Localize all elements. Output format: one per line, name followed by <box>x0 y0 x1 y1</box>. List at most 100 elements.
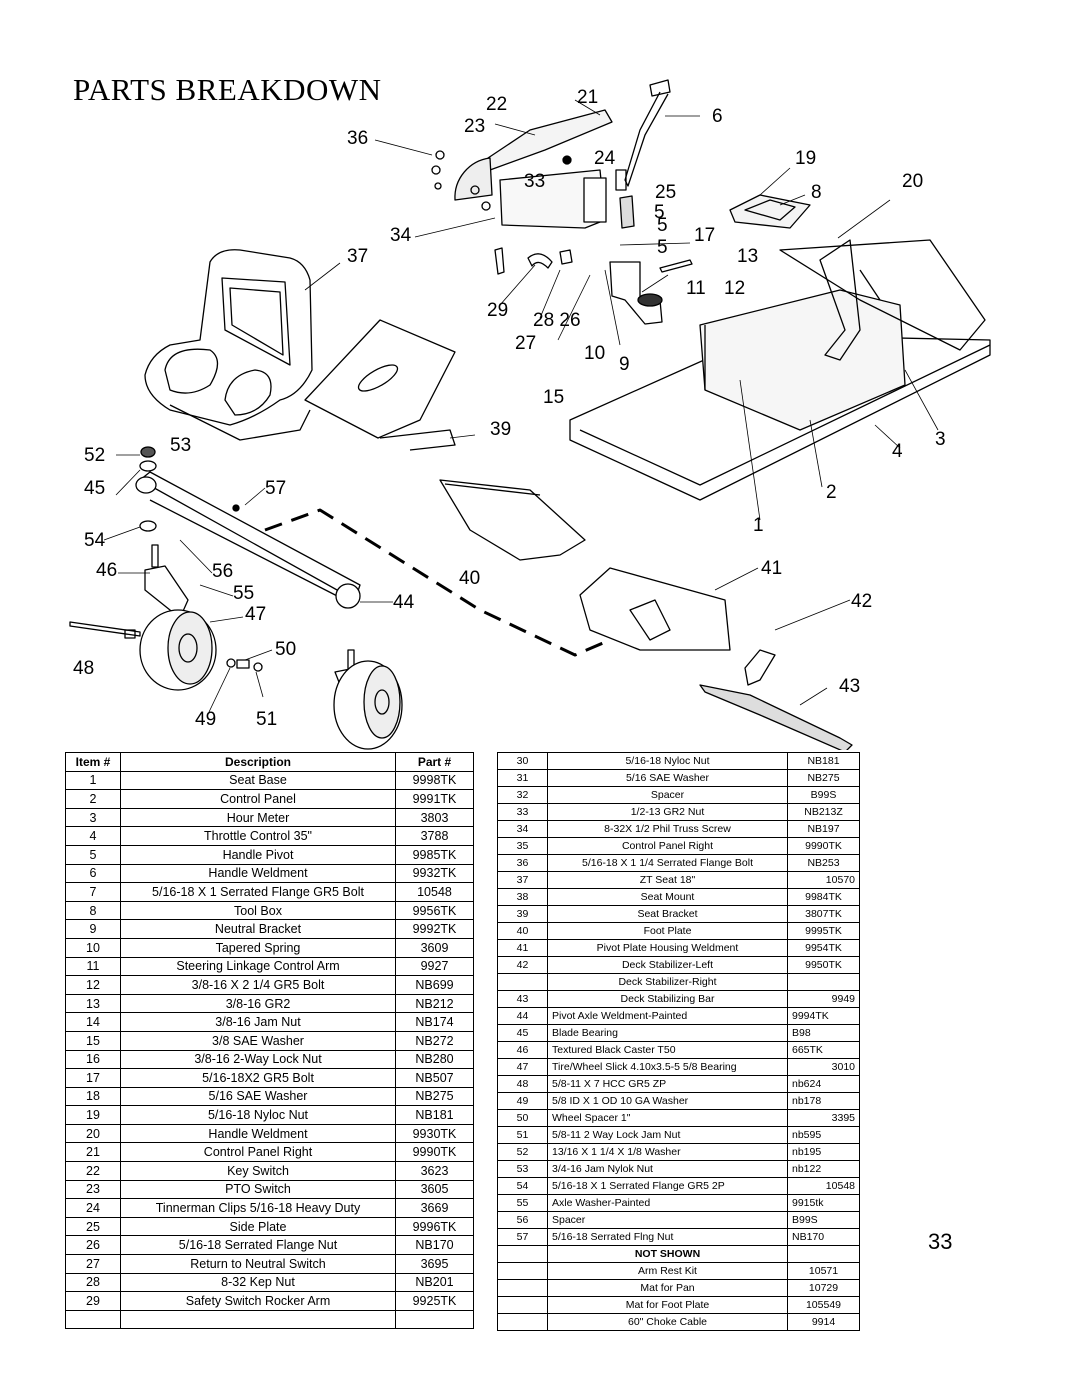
part-number-cell: 9956TK <box>395 900 474 921</box>
part-number-cell: 3807TK <box>787 905 860 923</box>
description-cell: 5/16-18 Nyloc Nut <box>547 752 788 770</box>
part-number-cell: NB272 <box>395 1030 474 1051</box>
part-number-cell: nb624 <box>787 1075 860 1093</box>
item-number-cell: 40 <box>497 922 548 940</box>
item-number-cell: 16 <box>65 1049 121 1070</box>
item-number-cell: 53 <box>497 1160 548 1178</box>
item-number-cell: 46 <box>497 1041 548 1059</box>
part-number-cell: 665TK <box>787 1041 860 1059</box>
item-number-cell: 7 <box>65 882 121 902</box>
description-cell: Control Panel Right <box>120 1142 396 1163</box>
callout-6: 6 <box>712 106 723 127</box>
description-cell: Handle Pivot <box>120 844 396 865</box>
dashed-connection <box>264 508 611 657</box>
part-number-cell: 9930TK <box>395 1123 474 1144</box>
part-number-cell: B99S <box>787 786 860 804</box>
item-number-cell: 24 <box>65 1198 121 1218</box>
item-number-cell: 4 <box>65 826 121 846</box>
part-number-cell: 10548 <box>787 1177 860 1195</box>
part-number-cell: 9992TK <box>395 919 474 939</box>
table-row <box>65 1309 474 1330</box>
description-cell: Pivot Axle Weldment-Painted <box>547 1007 788 1025</box>
header-description: Description <box>120 752 396 772</box>
part-number-cell <box>395 1309 474 1330</box>
part-number-cell: 9990TK <box>395 1142 474 1163</box>
description-cell: Safety Switch Rocker Arm <box>120 1291 396 1311</box>
item-number-cell <box>497 1262 548 1280</box>
description-cell: 5/8-11 X 7 HCC GR5 ZP <box>547 1075 788 1093</box>
callout-37: 37 <box>347 246 368 267</box>
callout-4: 4 <box>892 441 903 462</box>
item-number-cell <box>497 973 548 991</box>
callout-27: 27 <box>515 333 536 354</box>
callout-20: 20 <box>902 171 923 192</box>
part-number-cell: 10571 <box>787 1262 860 1280</box>
axle-drawing <box>135 446 361 609</box>
part-number-cell: NB197 <box>787 820 860 838</box>
callout-55: 55 <box>233 583 254 604</box>
part-number-cell: 9949 <box>787 990 860 1008</box>
item-number-cell: 19 <box>65 1105 121 1125</box>
item-number-cell: 6 <box>65 863 121 884</box>
tool-box-drawing <box>729 194 811 229</box>
part-number-cell <box>787 973 860 991</box>
item-number-cell: 39 <box>497 905 548 923</box>
callout-51: 51 <box>256 709 277 730</box>
description-cell: Return to Neutral Switch <box>120 1254 396 1274</box>
item-number-cell <box>497 1313 548 1331</box>
part-number-cell: 3623 <box>395 1161 474 1181</box>
part-number-cell: NB201 <box>395 1272 474 1293</box>
part-number-cell: 9932TK <box>395 863 474 884</box>
callout-53: 53 <box>170 435 191 456</box>
item-number-cell: 32 <box>497 786 548 804</box>
description-cell: 13/16 X 1 1/4 X 1/8 Washer <box>547 1143 788 1161</box>
description-cell: Deck Stabilizer-Right <box>547 973 788 991</box>
callout-11: 11 <box>686 278 706 299</box>
callout-45: 45 <box>84 478 105 499</box>
description-cell: Spacer <box>547 786 788 804</box>
leader-lines <box>103 99 939 713</box>
description-cell: Textured Black Caster T50 <box>547 1041 788 1059</box>
description-cell: Tapered Spring <box>120 937 396 958</box>
item-number-cell: 9 <box>65 919 121 939</box>
callout-39: 39 <box>490 419 511 440</box>
part-number-cell: NB170 <box>395 1235 474 1256</box>
description-cell <box>120 1309 396 1330</box>
parts-diagram: 21 22 6 23 36 24 19 33 20 25 8 5 5 17 34… <box>69 79 991 750</box>
part-number-cell: nb178 <box>787 1092 860 1110</box>
description-cell: Foot Plate <box>547 922 788 940</box>
description-cell: Axle Washer-Painted <box>547 1194 788 1212</box>
description-cell: 5/8-11 2 Way Lock Jam Nut <box>547 1126 788 1144</box>
description-cell: Hour Meter <box>120 807 396 828</box>
description-cell: 8-32X 1/2 Phil Truss Screw <box>547 820 788 838</box>
item-number-cell: 35 <box>497 837 548 855</box>
callout-17: 17 <box>694 225 715 246</box>
bracket-drawings <box>494 247 693 325</box>
callout-56: 56 <box>212 561 233 582</box>
callout-21: 21 <box>577 87 598 108</box>
item-number-cell: 15 <box>65 1030 121 1051</box>
part-number-cell: NB699 <box>395 975 474 995</box>
item-number-cell: 1 <box>65 770 121 791</box>
callout-5c: 5 <box>657 237 668 258</box>
description-cell: Deck Stabilizing Bar <box>547 990 788 1008</box>
